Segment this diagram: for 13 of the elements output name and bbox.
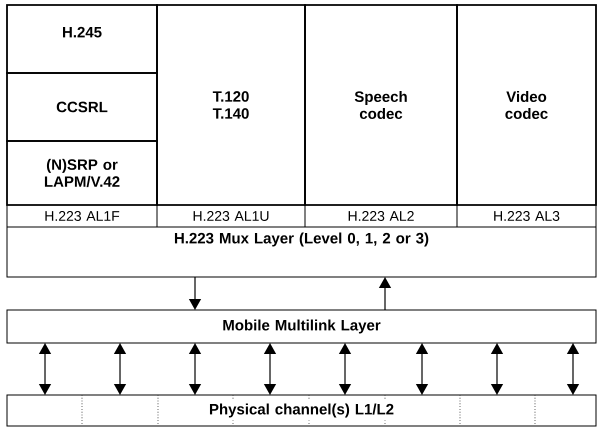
mux-layer-box: H.223 Mux Layer (Level 0, 1, 2 or 3) bbox=[6, 226, 596, 278]
protocol-box: Speech codec bbox=[304, 4, 458, 206]
protocol-box: T.120 T.140 bbox=[156, 4, 306, 206]
adaptation-layer-cell: H.223 AL3 bbox=[456, 204, 596, 228]
protocol-box: H.245 bbox=[6, 4, 158, 74]
layer-box: Mobile Multilink Layer bbox=[6, 310, 596, 344]
adaptation-layer-cell: H.223 AL1F bbox=[6, 204, 158, 228]
adaptation-layer-cell: H.223 AL1U bbox=[156, 204, 306, 228]
adaptation-layer-cell: H.223 AL2 bbox=[304, 204, 458, 228]
protocol-box: (N)SRP or LAPM/V.42 bbox=[6, 140, 158, 206]
protocol-box: Video codec bbox=[456, 4, 597, 206]
layer-box: Physical channel(s) L1/L2 bbox=[6, 394, 596, 426]
protocol-box: CCSRL bbox=[6, 72, 158, 142]
